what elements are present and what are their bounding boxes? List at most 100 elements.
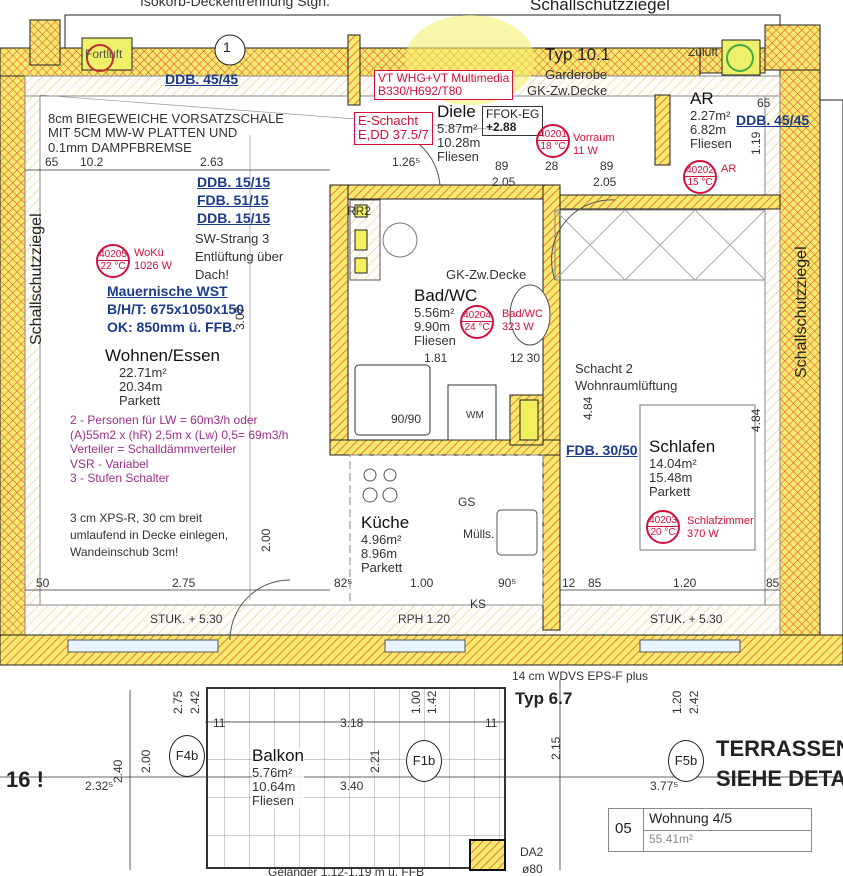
- vorsatz-line-2: MIT 5CM MW-W PLATTEN UND: [48, 125, 238, 141]
- dimension: 2.42: [687, 690, 701, 714]
- dimension: 65: [45, 155, 59, 169]
- ddb-15-a: DDB. 15/15: [197, 174, 271, 190]
- sw-strang-note: SW-Strang 3 Entlüftung über Dach!: [195, 230, 283, 284]
- schacht-line-1: Schacht 2: [575, 361, 633, 376]
- dimension: 2.63: [200, 155, 224, 169]
- gk-decke-top: GK-Zw.Decke: [527, 83, 608, 98]
- dimension: 89: [600, 159, 614, 173]
- dimension: 1.00: [410, 576, 434, 590]
- badge-power: 323 W: [502, 321, 534, 333]
- dimension: 2.21: [368, 749, 382, 773]
- badge-temp: 20 °C: [650, 527, 676, 538]
- dimension: 3.77⁵: [650, 779, 679, 793]
- muells-label: Mülls.: [463, 527, 495, 541]
- dimension: 1.81: [424, 351, 448, 365]
- vorsatz-line-1: 8cm BIEGEWEICHE VORSATZSCHALE: [48, 111, 284, 126]
- dimension: 3.07: [233, 306, 247, 330]
- dimension: 4.84: [749, 408, 763, 432]
- ffok-value: +2.88: [486, 120, 517, 135]
- wm-label: WM: [466, 410, 484, 421]
- heating-label: AR: [721, 163, 736, 175]
- room-diele: Diele 5.87m² 10.28m Fliesen: [437, 102, 481, 165]
- room-perimeter: 10.28m: [437, 134, 481, 150]
- room-floor: Parkett: [649, 484, 691, 500]
- dimension: 2.42: [188, 690, 202, 714]
- room-floor: Fliesen: [252, 793, 294, 809]
- dimension: 1.00: [409, 690, 423, 714]
- room-floor: Fliesen: [414, 333, 456, 349]
- unit-number: 05: [615, 820, 632, 837]
- shower-label: 90/90: [391, 412, 422, 426]
- ventilation-notes: 2 - Personen für LW = 60m3/h oder (A)55m…: [70, 413, 288, 486]
- ddb-45-left: DDB. 45/45: [165, 71, 239, 87]
- da2-diameter: ø80: [522, 862, 543, 876]
- apartment-title-block: 05 Wohnung 4/5 55.41m²: [608, 808, 812, 852]
- fdb-51: FDB. 51/15: [197, 192, 269, 208]
- room-name: Bad/WC: [414, 286, 478, 305]
- room-area: 14.04m²: [649, 455, 697, 471]
- room-name: Küche: [361, 513, 410, 532]
- dimension: STUK. + 5.30: [150, 612, 223, 626]
- vorsatz-note: 8cm BIEGEWEICHE VORSATZSCHALE MIT 5CM MW…: [48, 111, 284, 155]
- interior-walls: [329, 34, 781, 631]
- rr2-label: RR2: [347, 204, 372, 218]
- ks-label: KS: [470, 597, 487, 611]
- typ-6-7: Typ 6.7: [515, 689, 573, 708]
- ventilation-line: 3 - Stufen Schalter: [70, 471, 170, 485]
- e-schacht-box: E-Schacht E,DD 37.5/7: [354, 112, 433, 145]
- terrassen-line-2: SIEHE DETA: [716, 766, 843, 791]
- dimension: 3.18: [340, 716, 364, 730]
- badge-label: Vorraum: [573, 132, 615, 144]
- dimension: 12 30: [510, 351, 541, 365]
- badge-power: 11 W: [573, 145, 598, 157]
- vorsatz-line-3: 0.1mm DAMPFBREMSE: [48, 139, 192, 155]
- ddb-45-right: DDB. 45/45: [736, 112, 810, 128]
- axis-marker-f4b: F4b: [169, 735, 205, 777]
- right-wall-label: Schallschutzziegel: [793, 246, 810, 378]
- dimension: STUK. + 5.30: [650, 612, 723, 626]
- badge-id: 40201: [538, 126, 568, 141]
- sw-line-3: Dach!: [195, 267, 229, 282]
- ventilation-line: Verteiler = Schalldämmverteiler: [70, 442, 237, 456]
- room-area: 5.87m²: [437, 120, 478, 136]
- dimension: 90⁵: [498, 576, 517, 590]
- room-name: AR: [690, 89, 714, 108]
- gelaender-note: Geländer 1.12-1.19 m ü. FFB: [268, 865, 425, 876]
- ventilation-line: 2 - Personen für LW = 60m3/h oder: [70, 413, 258, 427]
- dimension: 4.84: [581, 396, 595, 420]
- room-ar: AR 2.27m² 6.82m Fliesen: [690, 89, 732, 152]
- xps-line-1: 3 cm XPS-R, 30 cm breit: [70, 511, 203, 525]
- section-marker: 1: [223, 39, 231, 55]
- badge-id: 40205: [98, 246, 128, 261]
- ventilation-line: (A)55m2 x (hR) 2,5m x (Lw) 0,5= 69m3/h: [70, 427, 289, 442]
- vt-line-1: VT WHG+VT Multimedia: [378, 71, 510, 85]
- dimension: 2.00: [139, 749, 153, 773]
- isokorb-label: Isokorb-Deckentrennung Stgh.: [140, 0, 330, 9]
- badge-temp: 24 °C: [464, 322, 490, 333]
- gk-decke-bad: GK-Zw.Decke: [446, 267, 527, 282]
- sw-line-1: SW-Strang 3: [195, 231, 270, 246]
- room-floor: Fliesen: [437, 149, 479, 165]
- typ-10-1: Typ 10.1: [545, 45, 611, 64]
- dimension: 1.20: [673, 576, 697, 590]
- left-wall-label: Schallschutzziegel: [28, 213, 45, 345]
- dimension: 2.75: [172, 576, 196, 590]
- dimension: 2.05: [593, 175, 617, 189]
- schallschutz-top-label: Schallschutzziegel: [530, 0, 670, 14]
- axis-marker-f5b: F5b: [668, 740, 704, 782]
- dimension: 2.15: [549, 736, 563, 760]
- dimension: 85: [588, 576, 602, 590]
- badge-power: 1026 W: [134, 260, 172, 272]
- room-perimeter: 9.90m: [414, 318, 451, 334]
- badge-label: Schlafzimmer: [687, 515, 754, 527]
- dimension: 89: [495, 159, 509, 173]
- room-name: Schlafen: [649, 437, 716, 456]
- dimension: 65: [757, 96, 771, 110]
- xps-line-3: Wandeinschub 3cm!: [70, 545, 179, 559]
- dimension: 85: [766, 576, 780, 590]
- dimension: 11: [485, 716, 498, 730]
- vt-box: VT WHG+VT Multimedia B330/H692/T80: [374, 70, 514, 101]
- dimension: 2.40: [111, 759, 125, 783]
- dimension: 2.75: [171, 690, 185, 714]
